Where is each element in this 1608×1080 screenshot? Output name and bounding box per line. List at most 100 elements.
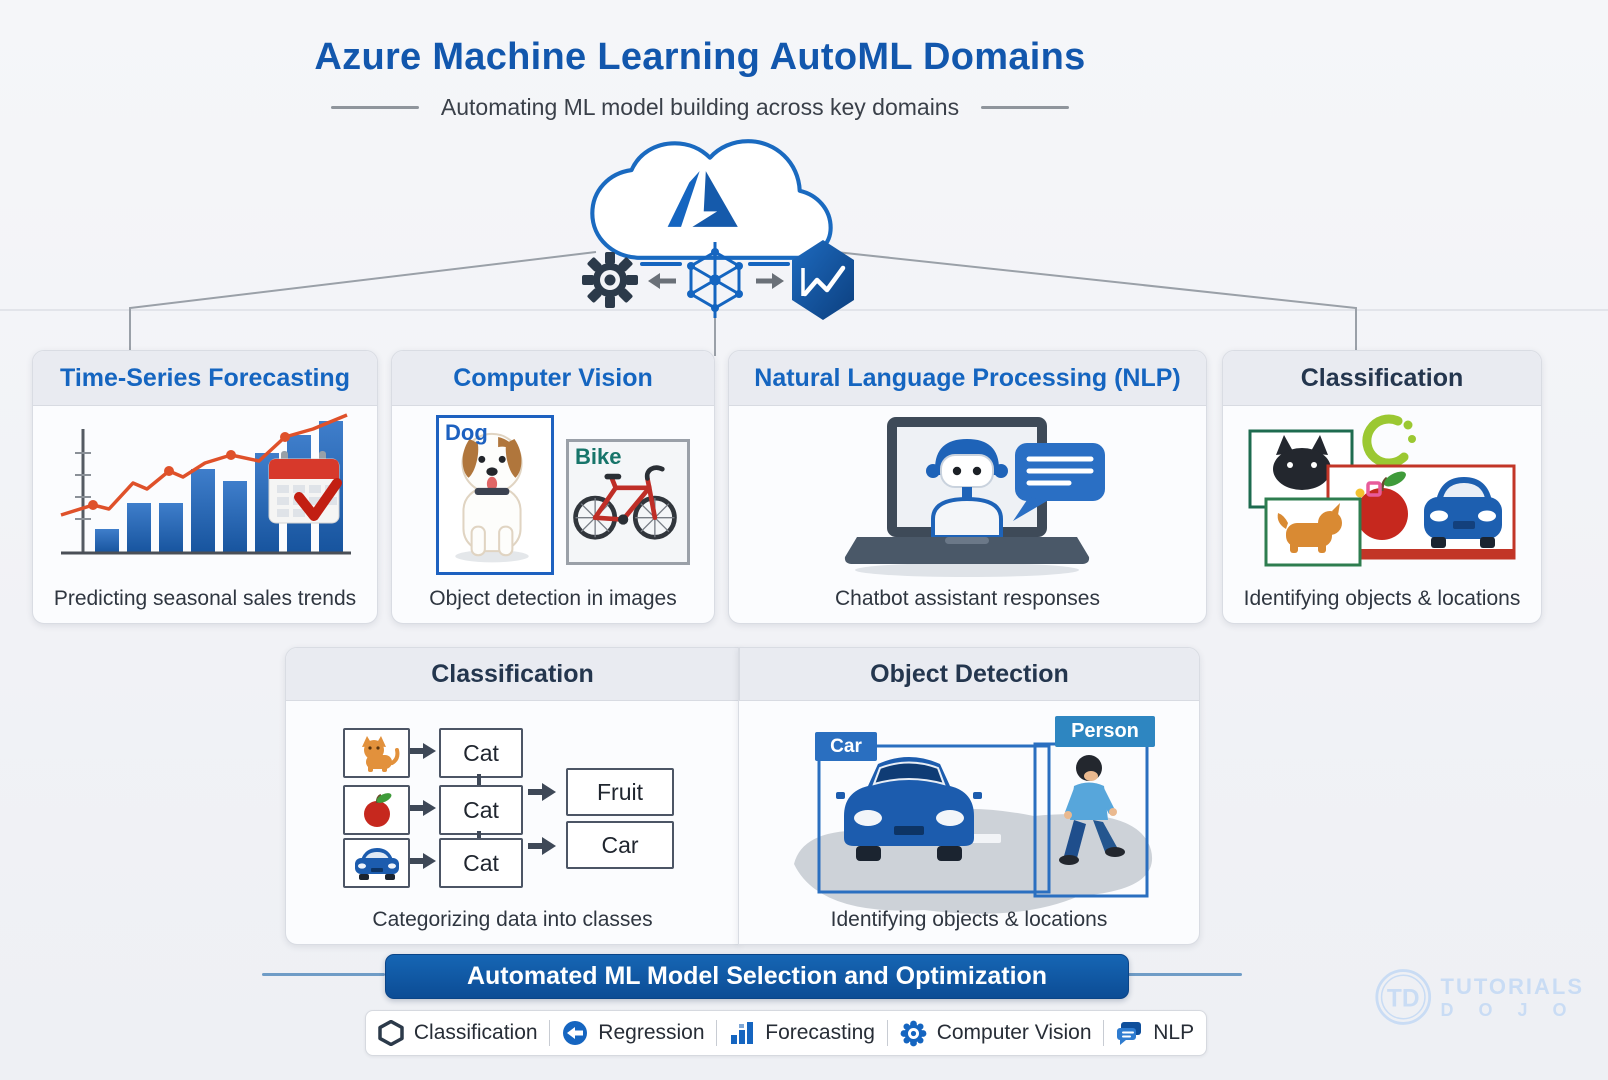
bike-image: [573, 465, 677, 540]
dog-label: Dog: [445, 420, 488, 445]
page-subtitle-row: Automating ML model building across key …: [0, 94, 1400, 121]
flow-arrow: [410, 743, 436, 759]
apple-icon: [363, 793, 391, 827]
card-header: Computer Vision: [392, 351, 714, 406]
input-box-apple: [343, 785, 410, 835]
banner-line-right: [1127, 973, 1242, 976]
card-classification-top: Classification: [1222, 350, 1542, 624]
card-title: Classification: [431, 659, 594, 688]
network-hub-icon: [687, 242, 743, 318]
flow-connector: [477, 831, 481, 838]
dog-image-box: Dog: [436, 415, 554, 575]
legend-divider: [716, 1020, 718, 1046]
legend-label: Forecasting: [765, 1021, 875, 1044]
dog-image: [455, 432, 529, 563]
apple-car-box: [1326, 464, 1516, 560]
azure-logo: [667, 171, 738, 227]
class-box-label: Cat: [463, 739, 499, 766]
flow-arrow: [528, 837, 556, 855]
legend-divider: [549, 1020, 551, 1046]
card-header: Natural Language Processing (NLP): [729, 351, 1206, 406]
nlp-icon: [1117, 1022, 1142, 1045]
card-title: Computer Vision: [453, 363, 653, 392]
legend-item-forecasting: Forecasting: [729, 1020, 875, 1046]
class-box: Cat: [439, 838, 523, 888]
gear-icon: [582, 252, 638, 308]
bike-label: Bike: [575, 444, 622, 469]
legend-divider: [886, 1020, 888, 1046]
car-tag: Car: [815, 732, 877, 761]
legend-label: Regression: [598, 1021, 705, 1044]
card-header: Object Detection: [739, 648, 1199, 701]
banner-line-left: [262, 973, 385, 976]
class-box: Cat: [439, 785, 523, 835]
classification-collage: [1248, 414, 1516, 567]
card-header: Classification: [286, 648, 739, 701]
bike-image-box: Bike: [566, 439, 690, 565]
card-object-detection: Object Detection: [738, 647, 1200, 945]
card-header: Classification: [1223, 351, 1541, 406]
card-header: Time-Series Forecasting: [33, 351, 377, 406]
card-caption: Identifying objects & locations: [1243, 587, 1521, 610]
card-computer-vision: Computer Vision Dog Bike: [391, 350, 715, 624]
card-title: Time-Series Forecasting: [60, 363, 350, 392]
car-icon: [1424, 477, 1502, 548]
banner-label: Automated ML Model Selection and Optimiz…: [466, 962, 1048, 990]
flow-arrow: [410, 853, 436, 869]
card-caption: Object detection in images: [429, 587, 677, 610]
orange-animal-box: [1264, 497, 1362, 567]
subtitle-dash-right: [981, 106, 1070, 109]
object-detection-scene: [794, 742, 1153, 914]
legend-label: Classification: [413, 1021, 538, 1044]
card-caption: Chatbot assistant responses: [835, 587, 1100, 610]
group-box-label: Fruit: [597, 778, 643, 805]
apple-icon: [1356, 471, 1408, 540]
page-header: Azure Machine Learning AutoML Domains: [0, 36, 1400, 79]
td-monogram-icon: TD: [1375, 969, 1432, 1025]
forecasting-icon: [731, 1022, 754, 1044]
cloud-link-dash-left: [640, 262, 682, 266]
cloud-link-dash-right: [748, 262, 790, 266]
card-caption: Identifying objects & locations: [830, 908, 1108, 931]
group-box-label: Car: [601, 831, 639, 858]
robot-icon: [926, 439, 1008, 539]
computer-vision-icon: [900, 1020, 927, 1046]
tutorials-dojo-logo: TD TUTORIALS D O J O: [1374, 966, 1584, 1028]
chatbot-illustration: [844, 417, 1105, 577]
watermark-line1: TUTORIALS: [1440, 973, 1584, 999]
chat-bubble-icon: [1013, 443, 1105, 521]
connector-lines: [0, 251, 1608, 356]
legend-divider: [1103, 1020, 1105, 1046]
legend-label: Computer Vision: [936, 1021, 1092, 1044]
group-box-car: Car: [566, 821, 674, 869]
calendar-icon: [268, 451, 342, 524]
input-box-car: [343, 838, 410, 888]
car-icon: [354, 848, 399, 880]
forecast-chart-illustration: [60, 413, 351, 555]
card-nlp: Natural Language Processing (NLP): [728, 350, 1207, 624]
arrow-right-icon: [756, 273, 784, 289]
person-tag: Person: [1055, 716, 1155, 747]
class-box-label: Cat: [463, 849, 499, 876]
cloud-icon: [590, 139, 833, 260]
class-box-label: Cat: [463, 796, 499, 823]
flow-arrow: [528, 783, 556, 801]
watermark-line2: D O J O: [1440, 999, 1577, 1020]
page-title: Azure Machine Learning AutoML Domains: [314, 36, 1086, 78]
card-time-series-forecasting: Time-Series Forecasting: [32, 350, 378, 624]
legend-item-computer-vision: Computer Vision: [900, 1020, 1092, 1047]
car-bounding-box: [817, 744, 1051, 894]
orange-animal-icon: [1277, 503, 1342, 553]
flow-connector: [477, 774, 481, 785]
page-subtitle: Automating ML model building across key …: [440, 94, 960, 120]
arrow-left-icon: [648, 273, 676, 289]
card-caption: Predicting seasonal sales trends: [53, 587, 357, 610]
regression-icon: [563, 1021, 588, 1045]
card-caption: Categorizing data into classes: [372, 908, 653, 931]
group-box-fruit: Fruit: [566, 768, 674, 816]
cat-icon: [361, 736, 399, 772]
analytics-icon: [792, 240, 854, 320]
class-box: Cat: [439, 728, 523, 778]
person-illustration: [1059, 755, 1125, 865]
